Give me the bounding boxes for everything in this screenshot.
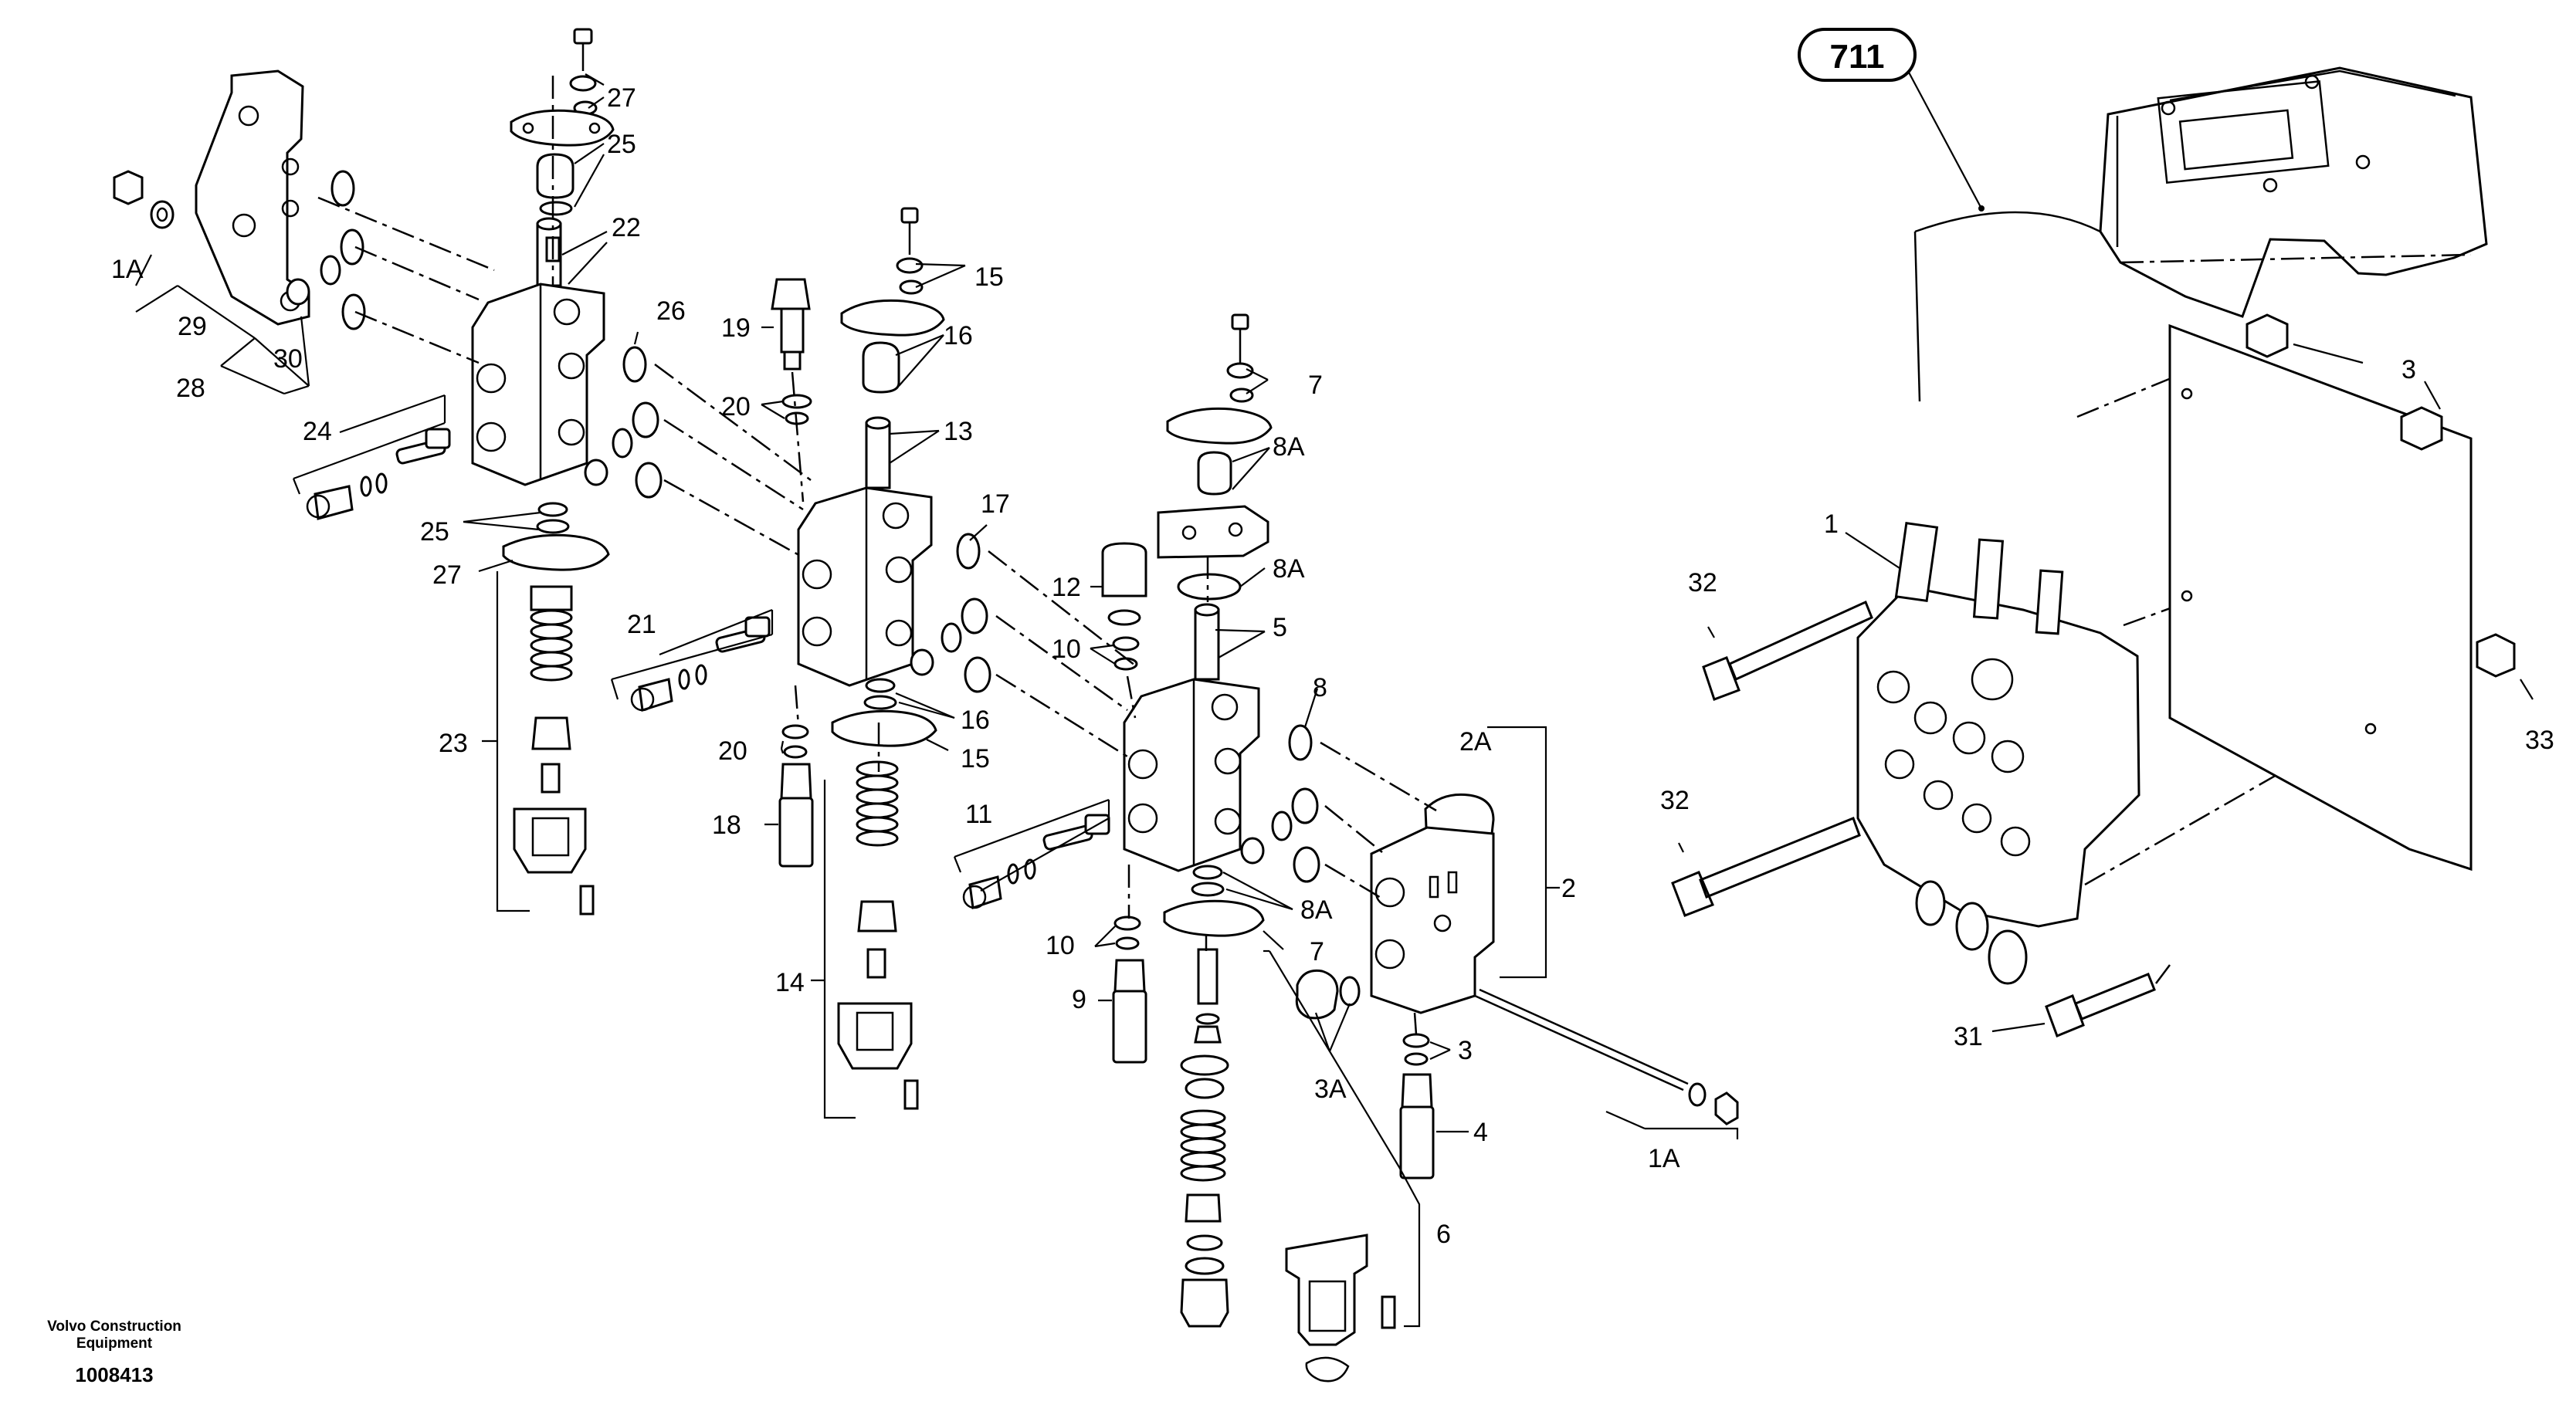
label-30: 30 xyxy=(273,344,303,374)
label-24: 24 xyxy=(303,417,332,446)
label-17: 17 xyxy=(981,489,1010,519)
label-15-top: 15 xyxy=(974,262,1004,292)
label-14: 14 xyxy=(775,968,805,997)
label-12: 12 xyxy=(1052,573,1081,602)
bolt-part-31 xyxy=(2045,973,2156,1037)
label-13: 13 xyxy=(944,417,973,446)
label-27-top: 27 xyxy=(607,83,636,113)
label-2: 2 xyxy=(1561,874,1576,903)
label-28: 28 xyxy=(176,374,205,403)
label-6: 6 xyxy=(1436,1220,1451,1249)
valve-section-part-5 xyxy=(962,313,1396,1383)
valve-section-part-13 xyxy=(630,207,991,1110)
drawing-number: 1008413 xyxy=(75,1363,153,1386)
bolt-part-32-lower xyxy=(1671,817,1861,917)
svg-text:711: 711 xyxy=(1830,38,1885,76)
mounting-plate xyxy=(2168,313,2516,872)
label-16-bottom: 16 xyxy=(961,706,990,735)
company-name-line2: Equipment xyxy=(76,1335,153,1352)
label-32-upper: 32 xyxy=(1688,568,1717,597)
label-1A-right: 1A xyxy=(1648,1144,1680,1173)
label-22: 22 xyxy=(612,213,641,242)
nut-part-33 xyxy=(2476,633,2516,678)
label-9: 9 xyxy=(1072,985,1086,1014)
label-10-bottom: 10 xyxy=(1046,931,1075,960)
inlet-section-part-2 xyxy=(1295,793,1739,1180)
label-25-bottom: 25 xyxy=(420,517,449,547)
spring-part-23 xyxy=(530,609,573,682)
label-7-bottom: 7 xyxy=(1310,937,1324,966)
bolt-part-32-upper xyxy=(1702,600,1873,701)
label-27-bottom: 27 xyxy=(432,560,462,590)
spring-part-6 xyxy=(1180,1109,1226,1182)
footer: Volvo Construction Equipment 1008413 xyxy=(47,1318,181,1386)
end-bracket-part-29 xyxy=(195,69,310,326)
valve-assembly-part-1 xyxy=(1671,521,2156,1037)
label-16-top: 16 xyxy=(944,321,973,350)
valve-section-part-22 xyxy=(306,28,663,916)
leader-lines xyxy=(135,69,2534,1328)
label-1A-left: 1A xyxy=(111,255,144,284)
label-3-bottom: 3 xyxy=(1458,1036,1473,1065)
end-bracket-group xyxy=(113,69,366,330)
label-2A: 2A xyxy=(1459,727,1492,756)
label-23: 23 xyxy=(439,729,468,758)
label-8: 8 xyxy=(1313,673,1327,702)
label-3A: 3A xyxy=(1314,1075,1347,1104)
label-26: 26 xyxy=(656,296,686,326)
label-8A-bottom: 8A xyxy=(1300,895,1333,925)
label-8A-top: 8A xyxy=(1273,432,1305,462)
label-15-bottom: 15 xyxy=(961,744,990,773)
label-19: 19 xyxy=(721,313,751,343)
cover-plate-part-711 xyxy=(1913,66,2488,402)
label-29: 29 xyxy=(178,312,207,341)
part-labels: 27 25 22 1A 29 30 28 26 24 25 27 23 15 1… xyxy=(111,83,2554,1249)
alignment-lines xyxy=(317,76,2441,1035)
spring-part-14 xyxy=(856,760,899,847)
label-33: 33 xyxy=(2525,726,2554,755)
company-name-line1: Volvo Construction xyxy=(47,1318,181,1335)
nut-part-1A xyxy=(113,170,144,205)
label-32-lower: 32 xyxy=(1660,786,1690,815)
label-11: 11 xyxy=(965,800,992,829)
label-1: 1 xyxy=(1824,509,1839,539)
label-10-top: 10 xyxy=(1052,635,1081,664)
label-20-top: 20 xyxy=(721,392,751,421)
label-4: 4 xyxy=(1473,1118,1488,1147)
reference-box-711: 711 xyxy=(1798,28,1917,82)
label-18: 18 xyxy=(712,811,741,840)
label-21: 21 xyxy=(627,610,656,639)
nut-part-3 xyxy=(2246,313,2289,358)
label-7-top: 7 xyxy=(1308,371,1323,400)
label-8A-middle: 8A xyxy=(1273,554,1305,584)
label-5: 5 xyxy=(1273,613,1287,642)
label-3-right: 3 xyxy=(2401,355,2416,384)
label-31: 31 xyxy=(1954,1022,1983,1051)
label-25-top: 25 xyxy=(607,130,636,159)
label-20-bottom: 20 xyxy=(718,736,747,766)
